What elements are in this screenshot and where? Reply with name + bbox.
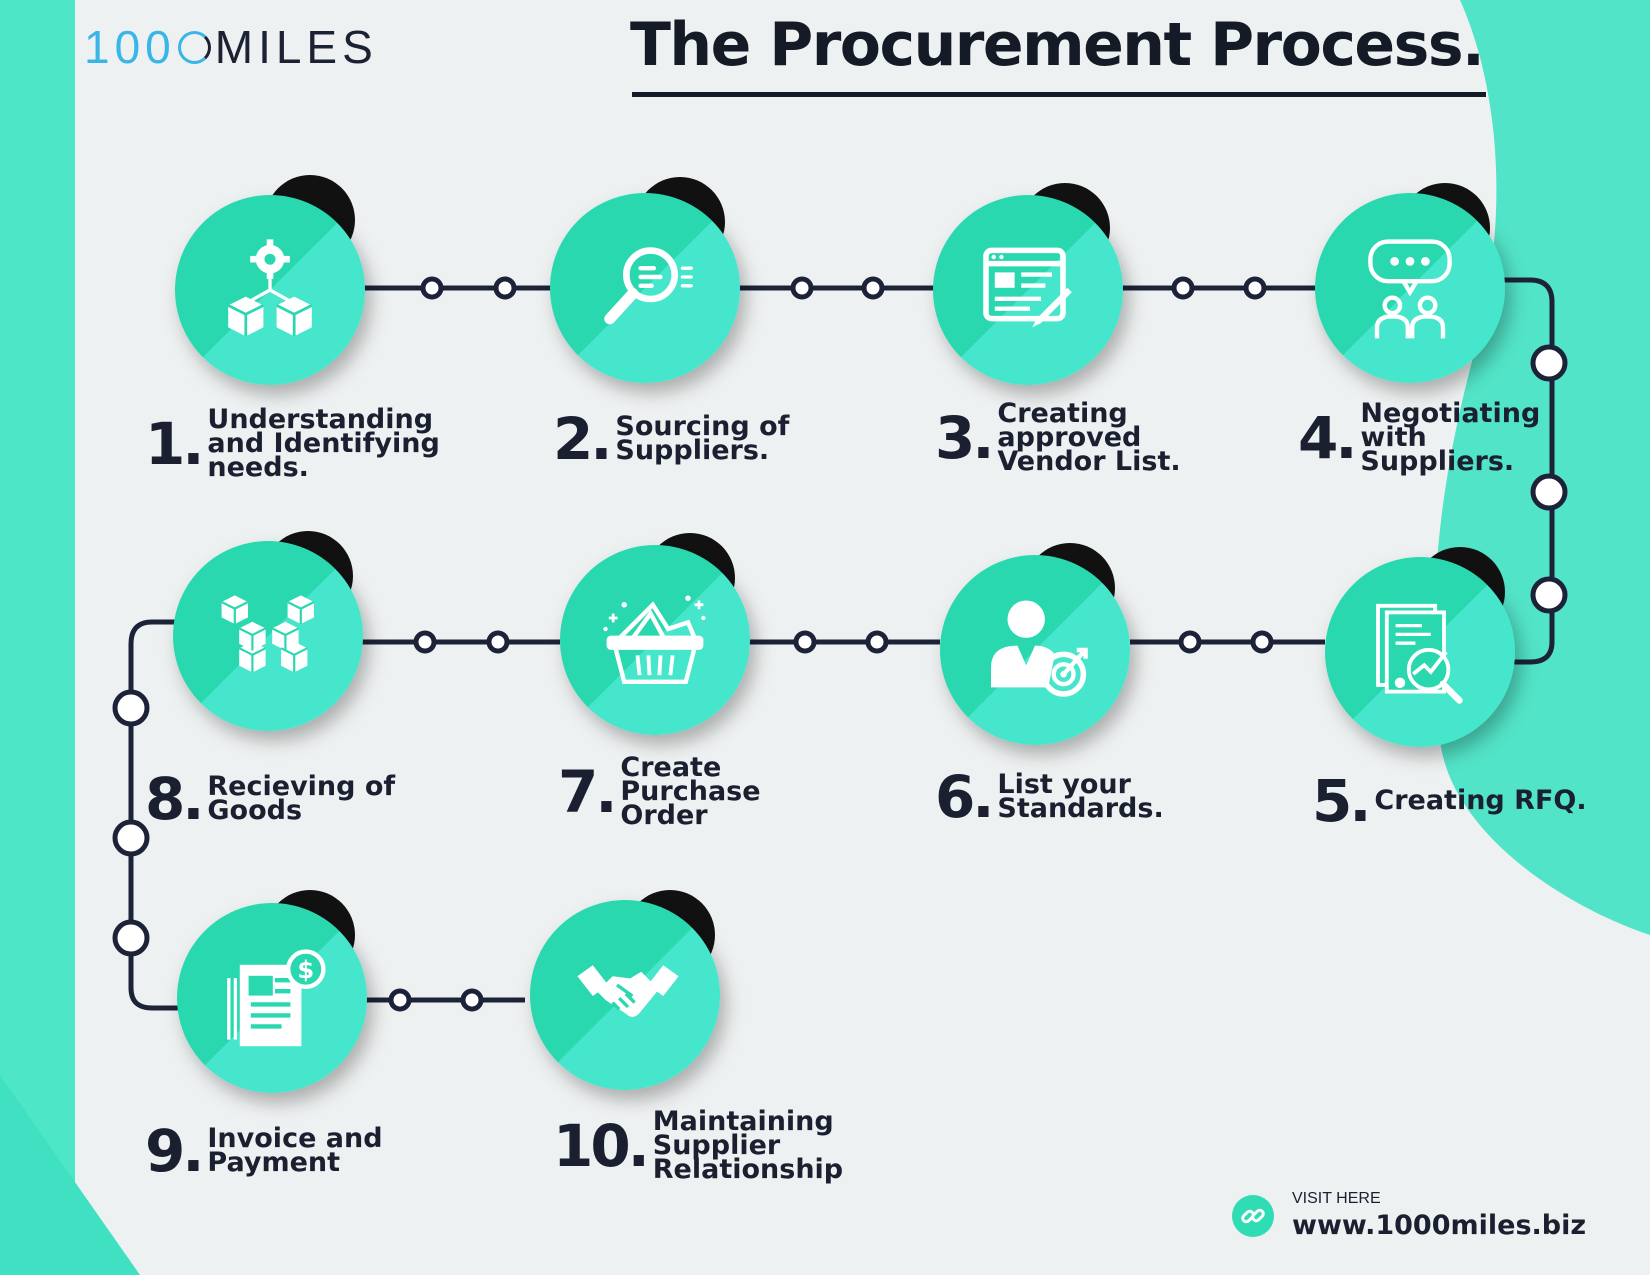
step-text: Creating RFQ. — [1374, 785, 1587, 816]
logo-word: MILES — [214, 21, 378, 73]
connector-dot — [861, 276, 885, 300]
step-number: 9. — [145, 1117, 204, 1185]
chat-people-icon — [1350, 230, 1470, 350]
page-title: The Procurement Process. — [630, 10, 1485, 80]
person-target-icon — [975, 590, 1095, 710]
step-10-label: 10. Maintaining Supplier Relationship — [553, 1106, 844, 1185]
connector-dot — [1530, 576, 1568, 614]
step-number: 1. — [145, 410, 204, 478]
boxes-icon — [210, 575, 330, 695]
connector-dot — [388, 988, 412, 1012]
gear-cubes-icon — [210, 230, 330, 350]
step-8-circle — [173, 531, 363, 731]
basket-icon — [595, 580, 715, 700]
report-analysis-icon — [1362, 592, 1482, 712]
connector-dot — [1530, 344, 1568, 382]
connector-dot — [1243, 276, 1267, 300]
step-6-label: 6. List your Standards. — [935, 768, 1164, 826]
brand-logo: 100 MILES — [84, 20, 378, 74]
handshake-icon — [568, 936, 688, 1056]
connector-dot — [460, 988, 484, 1012]
connector-dot — [865, 630, 889, 654]
connector-dot — [420, 276, 444, 300]
connector-dot — [112, 819, 150, 857]
step-text: Invoice and Payment — [207, 1123, 383, 1178]
step-4-label: 4. Negotiating with Suppliers. — [1298, 398, 1541, 477]
link-icon — [1232, 1194, 1274, 1237]
logo-number: 100 — [84, 21, 176, 73]
left-teal-band — [0, 0, 75, 1275]
step-2-label: 2. Sourcing of Suppliers. — [553, 410, 789, 468]
connector-dots — [112, 276, 1568, 1012]
step-number: 5. — [1312, 767, 1371, 835]
step-3-label: 3. Creating approved Vendor List. — [935, 398, 1181, 477]
connector-4-5 — [1500, 277, 1555, 665]
connector-dot — [793, 630, 817, 654]
connector-8-9 — [128, 619, 180, 1011]
step-text: Maintaining Supplier Relationship — [652, 1106, 844, 1185]
step-5-label: 5. Creating RFQ. — [1312, 772, 1587, 830]
connector-dot — [790, 276, 814, 300]
step-number: 4. — [1298, 404, 1357, 472]
connector-dot — [112, 919, 150, 957]
magnifier-icon — [585, 228, 705, 348]
step-circles — [173, 175, 1515, 1093]
connector-dot — [486, 630, 510, 654]
step-number: 8. — [145, 765, 204, 833]
step-text: Negotiating with Suppliers. — [1360, 398, 1541, 477]
footer-link[interactable]: VISIT HERE www.1000miles.biz — [1232, 1190, 1586, 1241]
connector-dot — [1178, 630, 1202, 654]
step-text: Understanding and Identifying needs. — [207, 404, 440, 483]
step-text: Sourcing of Suppliers. — [615, 411, 790, 466]
step-text: Creating approved Vendor List. — [997, 398, 1181, 477]
invoice-dollar-icon: $ — [215, 940, 335, 1060]
bottom-left-teal-corner — [0, 1075, 140, 1275]
logo-ring-icon — [177, 30, 211, 64]
step-number: 2. — [553, 405, 612, 473]
step-1-label: 1. Understanding and Identifying needs. — [145, 404, 440, 483]
step-number: 6. — [935, 763, 994, 831]
step-number: 10. — [553, 1112, 650, 1180]
title-underline — [632, 92, 1486, 97]
connector-dot — [1250, 630, 1274, 654]
visit-label: VISIT HERE — [1292, 1190, 1381, 1207]
step-9-label: 9. Invoice and Payment — [145, 1122, 383, 1180]
step-text: Create Purchase Order — [620, 752, 761, 831]
connector-dot — [493, 276, 517, 300]
svg-text:$: $ — [297, 956, 314, 984]
step-7-label: 7. Create Purchase Order — [558, 752, 761, 831]
connector-dot — [1530, 473, 1568, 511]
step-number: 3. — [935, 404, 994, 472]
step-8-label: 8. Recieving of Goods — [145, 770, 395, 828]
step-number: 7. — [558, 758, 617, 826]
connectors — [128, 277, 1555, 1011]
website-url[interactable]: www.1000miles.biz — [1292, 1210, 1587, 1241]
connector-dot — [112, 689, 150, 727]
step-text: Recieving of Goods — [207, 771, 396, 826]
connector-dot — [1171, 276, 1195, 300]
step-text: List your Standards. — [997, 769, 1164, 824]
document-pencil-icon — [970, 230, 1090, 350]
connector-dot — [413, 630, 437, 654]
